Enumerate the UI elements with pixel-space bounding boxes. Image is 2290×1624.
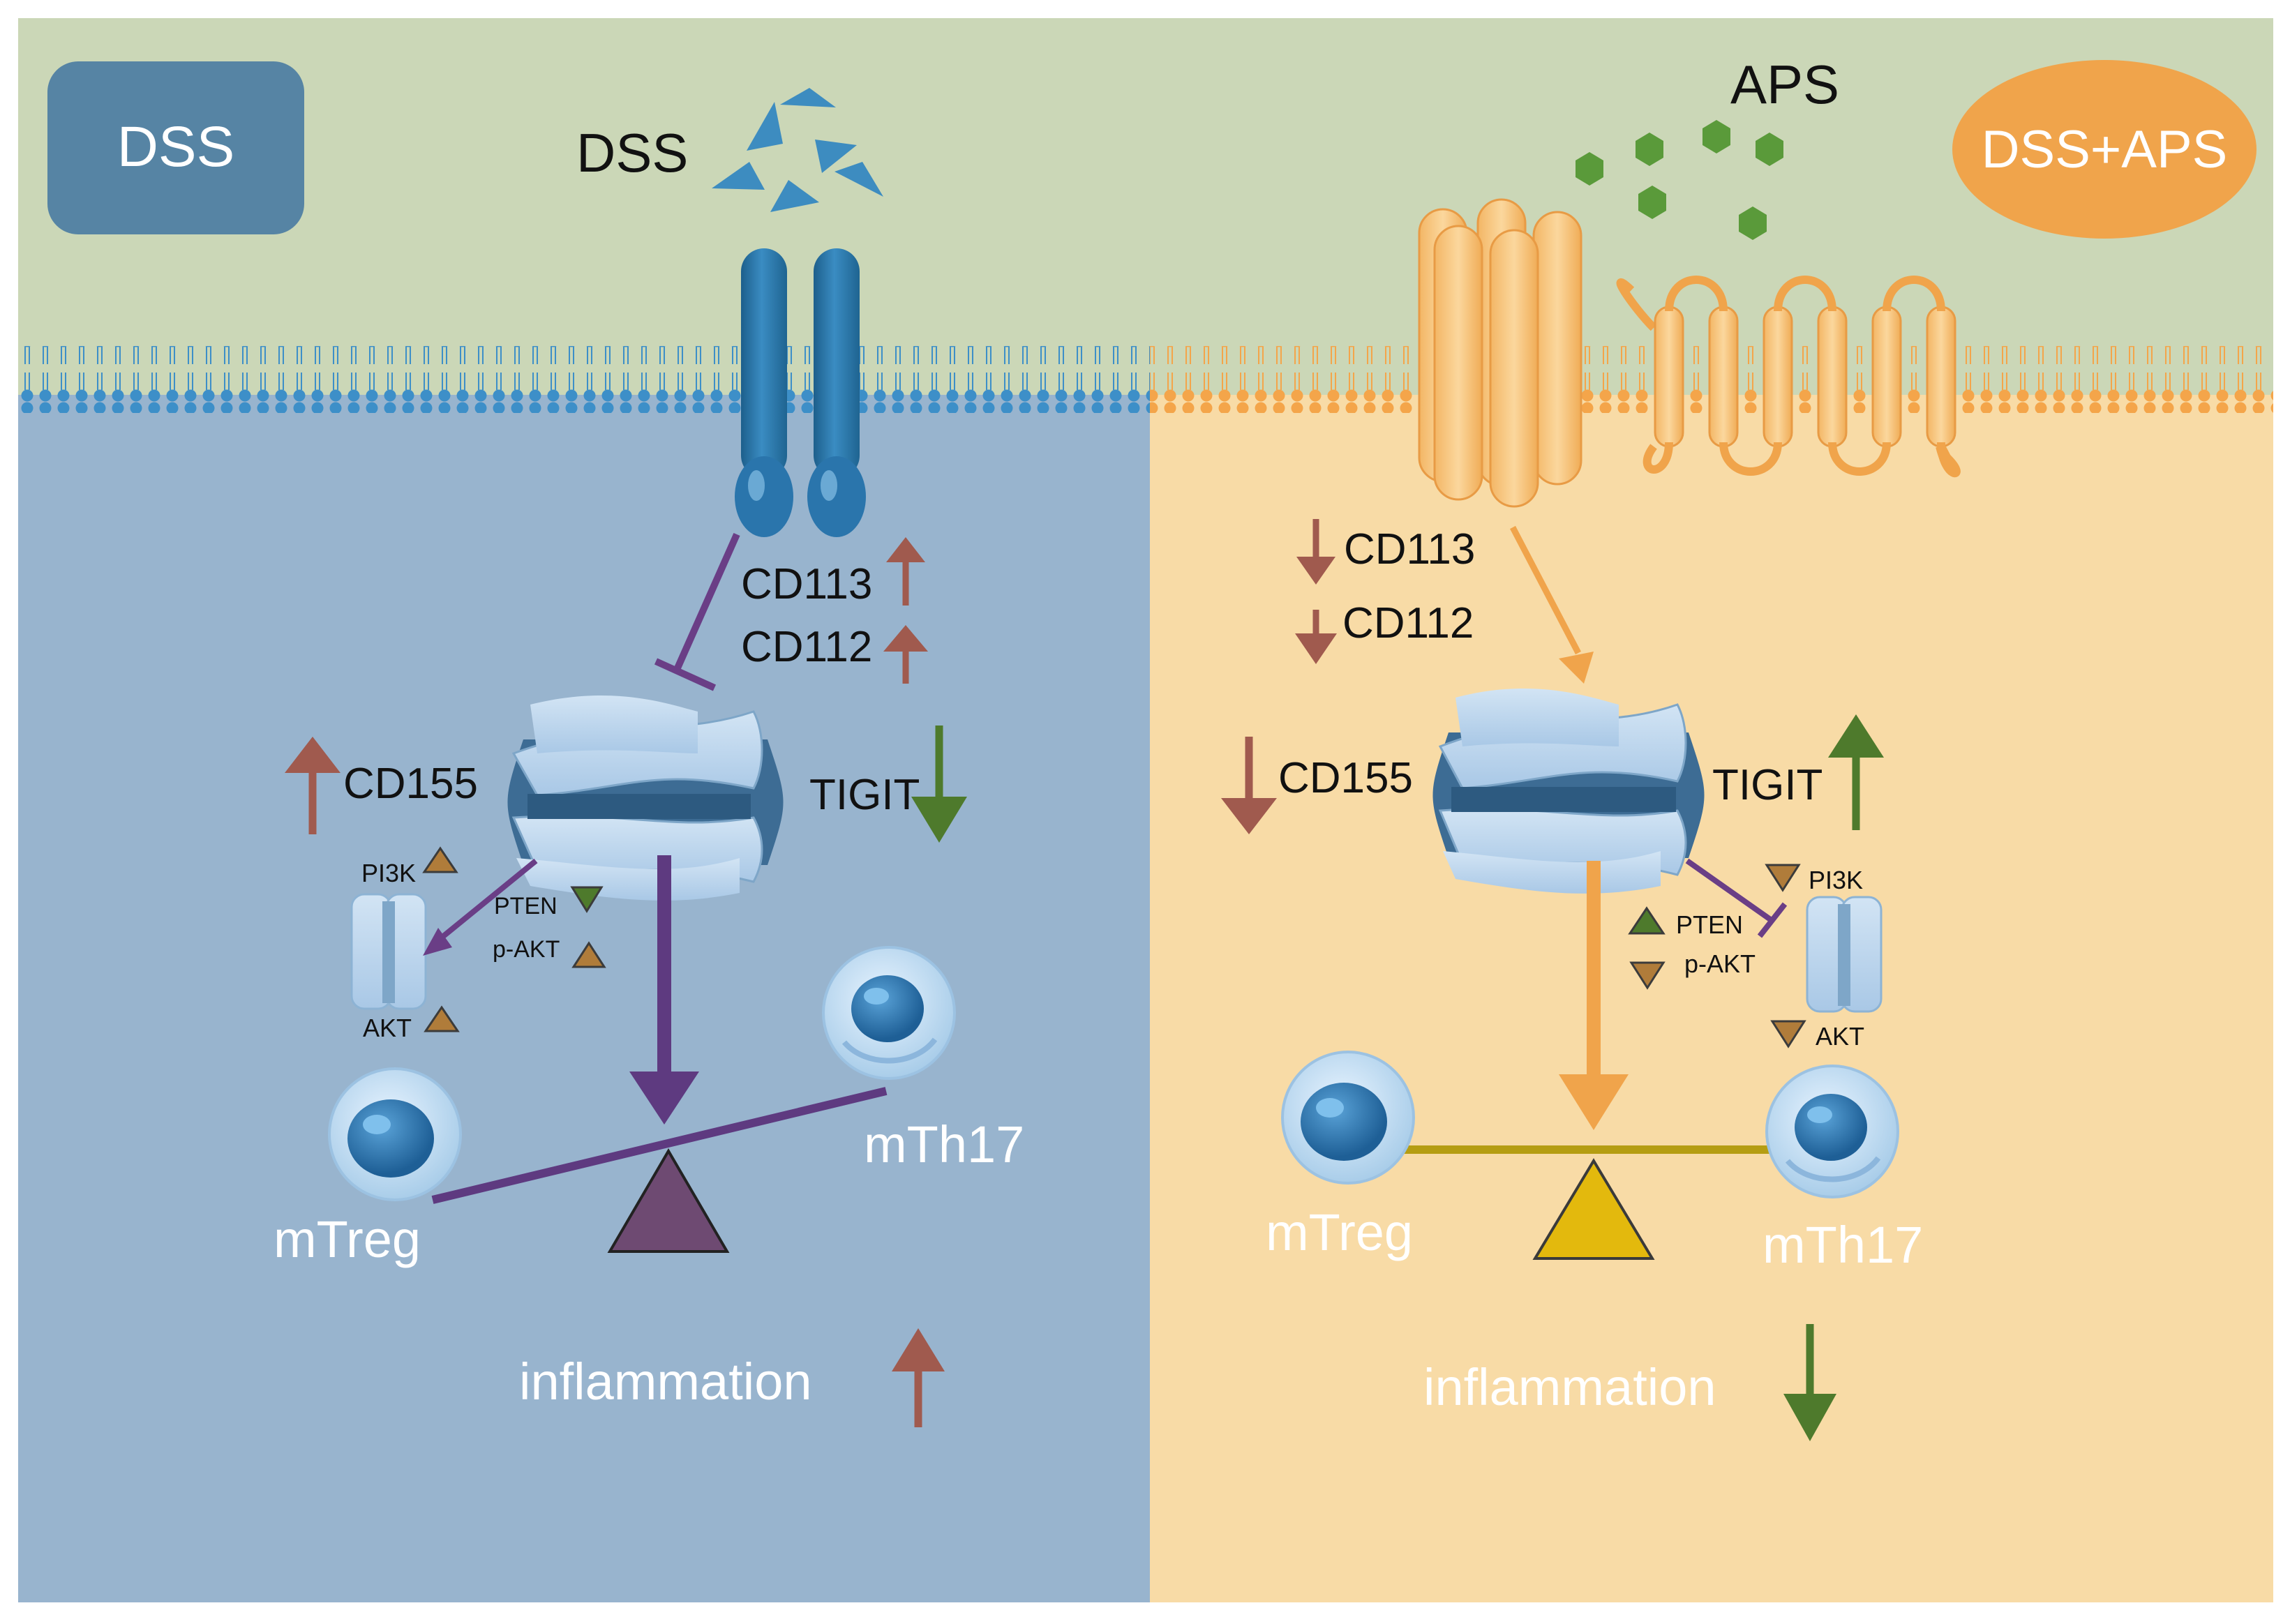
left-balance-beam xyxy=(431,1087,888,1204)
right-p-akt-label: p-AKT xyxy=(1684,949,1756,978)
dss-particles xyxy=(712,88,883,212)
left-mtreg-label: mTreg xyxy=(274,1210,421,1268)
right-pten-up-triangle xyxy=(1628,906,1666,935)
right-pten-label: PTEN xyxy=(1676,910,1743,939)
left-p-akt-label: p-AKT xyxy=(493,936,560,963)
left-cd112-label: CD112 xyxy=(741,623,872,671)
left-mth17-label: mTh17 xyxy=(864,1115,1024,1173)
left-pten-label: PTEN xyxy=(494,893,557,919)
right-intracellular-region xyxy=(1150,395,2273,1602)
right-tigit-label: TIGIT xyxy=(1712,761,1823,809)
right-inflammation-down-arrow xyxy=(1783,1324,1836,1441)
right-akt-down-triangle xyxy=(1770,1020,1806,1048)
right-activation-line xyxy=(1510,525,1581,655)
aps-agent-label: APS xyxy=(1730,54,1839,115)
dss-badge: DSS xyxy=(47,61,304,234)
right-tigit-up-arrow xyxy=(1828,714,1884,830)
right-signaling: CD113 CD112 CD155 TIGIT xyxy=(1221,519,1923,1441)
right-cd112-down-arrow xyxy=(1295,610,1337,664)
combo-badge-label: DSS+APS xyxy=(1982,120,2228,179)
left-main-arrowhead xyxy=(629,1072,699,1125)
aps-channel-receptor xyxy=(1418,198,1582,508)
left-mtreg-cell xyxy=(328,1067,462,1201)
right-mth17-cell xyxy=(1765,1065,1899,1198)
combo-badge: DSS+APS xyxy=(1952,60,2257,239)
left-akt-up-triangle xyxy=(424,1005,460,1032)
left-inhibition-line xyxy=(673,532,740,672)
left-mth17-cell xyxy=(822,946,956,1080)
right-cd113-label: CD113 xyxy=(1344,525,1475,573)
left-tigit-down-arrow xyxy=(911,725,967,843)
right-mth17-label: mTh17 xyxy=(1763,1216,1923,1274)
membrane-left xyxy=(18,346,1150,413)
tigit-receptor-blue xyxy=(735,248,866,537)
left-signaling: CD113 CD112 CD155 TIGIT xyxy=(274,532,1024,1427)
right-cd113-down-arrow xyxy=(1296,519,1335,585)
left-fulcrum xyxy=(607,1148,730,1253)
left-pi3k-label: PI3K xyxy=(361,859,416,887)
left-cd113-up-arrow xyxy=(886,537,925,606)
right-p-akt-down-triangle xyxy=(1629,961,1666,990)
left-p-akt-up-triangle xyxy=(571,941,606,968)
left-inflammation-up-arrow xyxy=(892,1328,945,1427)
right-mtreg-cell xyxy=(1281,1051,1415,1185)
right-main-arrowhead xyxy=(1559,1074,1629,1130)
left-tigit-label: TIGIT xyxy=(809,771,920,819)
right-cd155-down-arrow xyxy=(1221,737,1277,834)
right-pi3k-down-triangle xyxy=(1765,864,1801,892)
right-pi3k-akt-channel xyxy=(1806,896,1883,1013)
left-cd113-label: CD113 xyxy=(741,560,872,608)
right-fulcrum xyxy=(1532,1158,1655,1260)
left-activation-arrowhead xyxy=(423,928,452,956)
left-akt-label: AKT xyxy=(363,1014,412,1042)
aps-particles xyxy=(1576,120,1783,240)
left-inflammation-label: inflammation xyxy=(519,1353,812,1411)
left-intracellular-region xyxy=(18,395,1150,1602)
dss-badge-label: DSS xyxy=(117,115,235,179)
left-pten-down-triangle xyxy=(570,886,604,913)
right-inhibition-line xyxy=(1685,858,1774,924)
left-cd155-up-arrow xyxy=(285,737,340,834)
left-cd155-tigit-complex xyxy=(507,696,784,901)
backgrounds xyxy=(18,18,2273,1602)
left-activation-line xyxy=(436,858,538,943)
left-cd112-up-arrow xyxy=(883,625,928,684)
aps-gpcr-receptor xyxy=(1616,276,1961,478)
left-pi3k-akt-channel xyxy=(350,893,427,1010)
right-cd112-label: CD112 xyxy=(1342,599,1474,647)
right-akt-label: AKT xyxy=(1816,1022,1864,1051)
right-activation-arrowhead xyxy=(1559,652,1594,684)
dss-agent-label: DSS xyxy=(576,122,688,183)
right-cd155-label: CD155 xyxy=(1278,754,1413,802)
right-mtreg-label: mTreg xyxy=(1266,1203,1413,1261)
right-pi3k-label: PI3K xyxy=(1809,866,1863,894)
right-inflammation-label: inflammation xyxy=(1423,1358,1716,1416)
left-cd155-label: CD155 xyxy=(343,760,478,808)
left-pi3k-up-triangle xyxy=(422,846,458,873)
right-cd155-tigit-complex xyxy=(1432,689,1705,894)
